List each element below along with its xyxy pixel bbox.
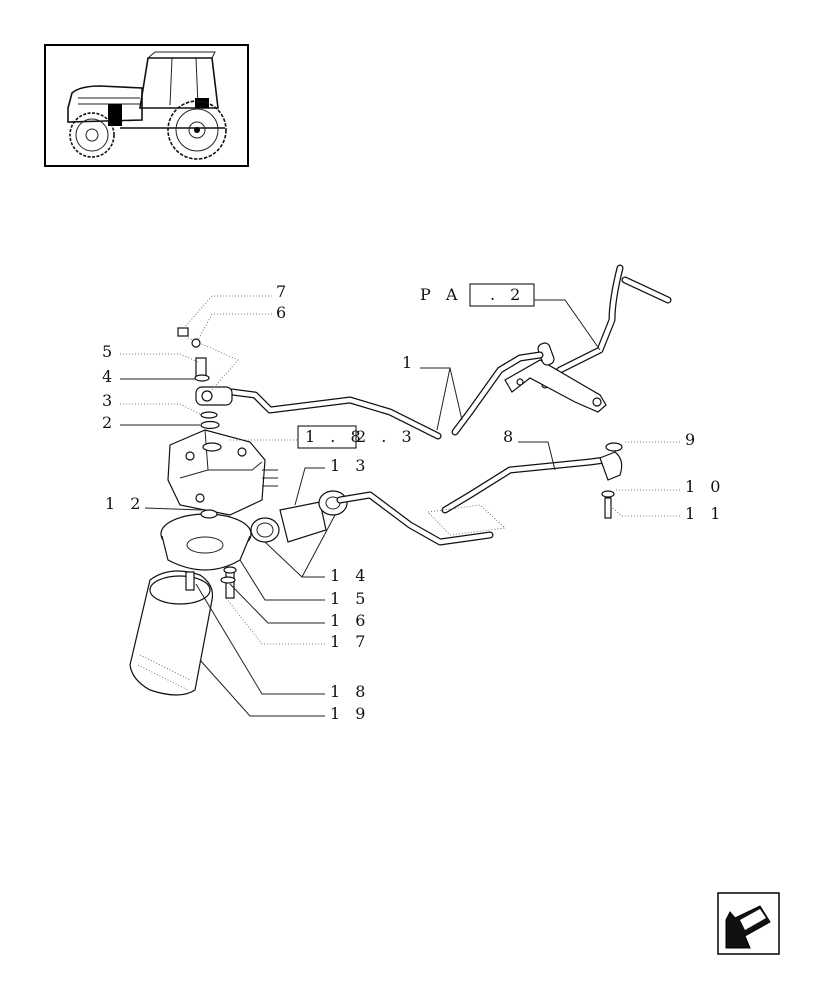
svg-text:1 8: 1 8 — [330, 682, 370, 701]
section-reference[interactable]: 1 . 8 2 . 3 — [230, 425, 417, 449]
page-reference[interactable]: P A G . 2 — [420, 283, 601, 351]
filter-head — [160, 509, 252, 599]
svg-text:1 4: 1 4 — [330, 566, 370, 585]
callout-8[interactable]: 8 — [503, 427, 556, 471]
pipe-8 — [336, 442, 623, 546]
svg-text:1 2: 1 2 — [105, 494, 145, 513]
callout-6[interactable]: 6 — [197, 303, 291, 341]
pump-body — [167, 429, 278, 516]
pag-value: . 2 — [490, 285, 525, 304]
svg-text:1 6: 1 6 — [330, 611, 370, 630]
pag-prefix: P A G — [420, 285, 490, 304]
svg-text:1 7: 1 7 — [330, 632, 370, 651]
svg-text:8: 8 — [503, 427, 518, 446]
svg-text:1 1: 1 1 — [685, 504, 725, 523]
callout-1[interactable]: 1 — [402, 353, 463, 431]
callout-11[interactable]: 1 1 — [609, 504, 725, 523]
svg-text:2: 2 — [102, 413, 117, 432]
svg-text:1 3: 1 3 — [330, 456, 370, 475]
back-button[interactable] — [717, 892, 780, 955]
callout-2[interactable]: 2 — [102, 413, 200, 432]
callout-16[interactable]: 1 6 — [229, 583, 370, 630]
callout-12[interactable]: 1 2 — [105, 494, 203, 513]
filter-cartridge — [129, 570, 214, 696]
section-box-value: 1 . 8 — [305, 427, 366, 446]
callout-3[interactable]: 3 — [102, 391, 201, 415]
back-arrow-icon — [725, 905, 771, 949]
svg-text:1 5: 1 5 — [330, 589, 370, 608]
callout-15[interactable]: 1 5 — [239, 559, 370, 608]
tractor-thumbnail[interactable] — [44, 44, 249, 167]
callout-5[interactable]: 5 — [102, 342, 199, 363]
callout-13[interactable]: 1 3 — [294, 456, 370, 506]
svg-text:1: 1 — [402, 353, 417, 372]
svg-text:6: 6 — [276, 303, 291, 322]
section-suffix: 2 . 3 — [356, 427, 417, 446]
upper-pipe-assembly — [504, 264, 672, 413]
svg-text:5: 5 — [102, 342, 117, 361]
svg-text:7: 7 — [276, 282, 291, 301]
svg-text:1 9: 1 9 — [330, 704, 370, 723]
callout-19[interactable]: 1 9 — [199, 659, 370, 723]
callout-14[interactable]: 1 4 — [264, 514, 370, 585]
pipe-1 — [228, 351, 544, 440]
callout-9[interactable]: 9 — [625, 430, 700, 449]
tractor-icon — [67, 51, 227, 160]
hose-13 — [250, 490, 348, 543]
svg-text:3: 3 — [102, 391, 117, 410]
callout-18[interactable]: 1 8 — [195, 583, 370, 701]
svg-text:9: 9 — [685, 430, 700, 449]
front-wheel-icon — [69, 112, 115, 158]
callout-10[interactable]: 1 0 — [615, 477, 725, 496]
banjo-fitting — [177, 327, 239, 430]
svg-text:1 0: 1 0 — [685, 477, 725, 496]
callout-4[interactable]: 4 — [102, 367, 195, 386]
rear-wheel-icon — [167, 100, 227, 160]
callout-17[interactable]: 1 7 — [225, 597, 370, 651]
callout-7[interactable]: 7 — [183, 282, 291, 329]
svg-text:4: 4 — [102, 367, 117, 386]
